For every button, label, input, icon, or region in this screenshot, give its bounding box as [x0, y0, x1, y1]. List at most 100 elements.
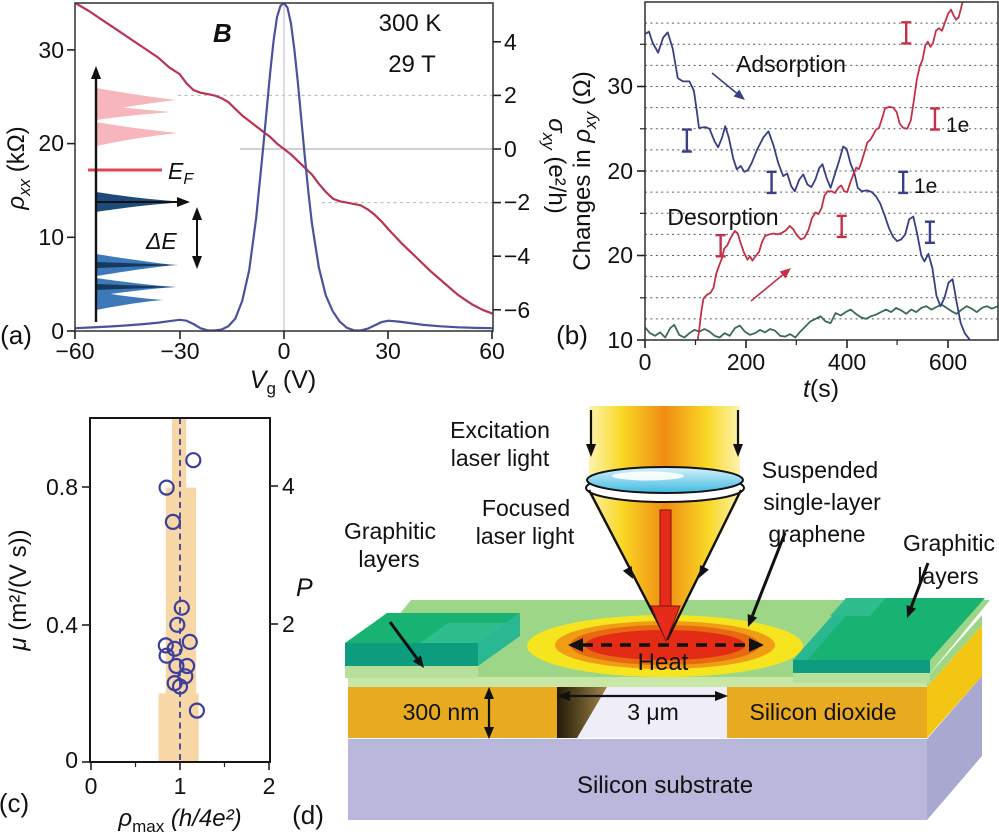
a-rtick: 0: [504, 136, 517, 162]
c-rtick: 4: [282, 473, 295, 499]
cone-arrowhead-right: [699, 565, 709, 578]
c-right-axis-label: P: [296, 574, 313, 602]
b-ytick: 10: [607, 327, 633, 353]
energy-axis-arrowhead: [91, 66, 101, 79]
b-y-axis-label: Changes in ρxy (Ω): [569, 71, 600, 270]
panel-b-chart: 30 20 10 20 0 200 400 600 Changes in ρxy…: [556, 1, 999, 403]
b-desorption-arrow: [750, 274, 784, 302]
b-xtick: 600: [929, 349, 967, 375]
panel-c-chart: 0.8 0.4 0 0 1 2 4 2 μ (m²/(V s)) P ρmax …: [0, 417, 324, 832]
b-desorption-label: Desorption: [667, 204, 778, 230]
graphitic-right-label-1: Graphitic: [903, 530, 995, 556]
c-histogram-band: [158, 419, 199, 762]
width-label: 3 μm: [627, 699, 679, 725]
panel-d-diagram: Heat Excitation laser light Focused lase…: [344, 406, 995, 820]
panel-b-label: (b): [556, 320, 588, 350]
cone-edge-left: [587, 489, 669, 641]
suspended-label-2: single-layer: [763, 489, 881, 515]
c-data-point: [188, 702, 205, 719]
left-slab-side: [478, 613, 520, 666]
b-step-bar: [924, 220, 935, 245]
excitation-label-2: laser light: [451, 445, 550, 471]
b-adsorption-label: Adsorption: [736, 51, 846, 77]
landau-peak-blue-core: [96, 284, 176, 290]
landau-peak-pink: [96, 104, 170, 120]
heat-arrowhead-right: [749, 638, 764, 652]
b-curve-baseline: [645, 303, 998, 339]
panel-c-ticks: [82, 485, 278, 770]
c-data-point: [158, 647, 175, 664]
c-data-point: [179, 657, 196, 675]
landau-peak-pink: [96, 122, 178, 146]
a-rtick: 4: [504, 29, 517, 55]
b-step-bar: [836, 214, 847, 239]
a-xtick: 60: [479, 338, 505, 364]
dos-axis-arrowhead: [177, 197, 190, 207]
b-step-label-red: 1e: [946, 114, 969, 137]
a-rtick: −4: [504, 243, 530, 269]
c-ytick: 0: [65, 747, 78, 773]
a-rtick: −2: [504, 189, 530, 215]
left-contact-layer: [345, 666, 478, 678]
c-y-axis-label: μ (m²/(V s)): [5, 529, 32, 651]
b-xtick: 200: [727, 349, 765, 375]
a-ytick: 20: [38, 130, 64, 156]
silicon-substrate-side: [927, 676, 982, 820]
b-desorption-arrowhead: [779, 268, 791, 279]
c-xtick: 0: [85, 773, 98, 799]
c-data-point: [171, 678, 189, 695]
landau-peak-pink: [96, 88, 176, 112]
focus-arrowhead: [650, 605, 681, 643]
a-rtick: 2: [504, 82, 517, 108]
c-ytick: 0.4: [46, 612, 78, 638]
b-ytick-20: 20: [607, 158, 633, 184]
c-data-point: [168, 657, 185, 675]
graphitic-right-arrowhead: [906, 605, 916, 618]
delta-e-label: ΔE: [145, 228, 177, 254]
c-data-point: [157, 637, 174, 654]
c-data-point: [185, 452, 202, 469]
graphitic-left-arrow: [388, 621, 419, 660]
b-step-bar: [929, 107, 940, 131]
graphitic-left-label-2: layers: [358, 546, 419, 572]
c-x-axis-label: ρmax (h/4e²): [117, 805, 241, 832]
a-ytick: 30: [38, 37, 64, 63]
dim-300nm-head-up: [484, 687, 494, 699]
b-step-bar: [715, 234, 726, 258]
suspended-label-3: graphene: [768, 521, 865, 547]
panel-a-ticks: [67, 40, 501, 339]
c-xtick: 2: [263, 773, 276, 799]
graphitic-slab-left: [345, 613, 520, 678]
cone-arrowhead-left: [622, 566, 633, 579]
suspended-arrow: [751, 532, 787, 617]
c-data-point: [169, 616, 186, 633]
a-curve-rho_xx: [75, 3, 493, 331]
dim-3um-head-right: [715, 691, 728, 701]
b-step-bar: [901, 21, 912, 45]
a-ytick: 10: [38, 224, 64, 250]
dim-300nm-head-down: [484, 727, 494, 739]
landau-peak-blue-core: [96, 262, 178, 268]
panel-d-label: (d): [292, 800, 324, 830]
suspended-arrowhead: [747, 614, 758, 627]
a-xtick: 30: [375, 338, 401, 364]
dim-3um-head-left: [557, 691, 570, 701]
dimension-300nm: [484, 687, 494, 739]
b-step-bar: [681, 128, 692, 153]
b-x-axis-label: t(s): [803, 375, 839, 403]
sio2-side: [927, 625, 982, 738]
b-xtick: 400: [828, 349, 866, 375]
a-temperature-label: 300 K: [379, 10, 442, 37]
beam-arrowhead-left: [586, 444, 596, 457]
laser-beam-column: [589, 406, 740, 478]
focused-label-2: laser light: [476, 523, 575, 549]
membrane-front-edge: [348, 677, 927, 687]
b-ytick: 30: [607, 73, 633, 99]
left-slab-terrace: [420, 623, 506, 643]
ef-label: EF: [168, 158, 194, 188]
focused-label-1: Focused: [482, 495, 570, 521]
b-step-bar: [898, 170, 909, 195]
delta-e-arrowhead-down: [192, 256, 202, 269]
heat-label: Heat: [638, 649, 689, 676]
panel-a-chart: EF ΔE 30 20 10 0 −60 −30 0 30 60 4 2 0 −…: [0, 2, 570, 398]
